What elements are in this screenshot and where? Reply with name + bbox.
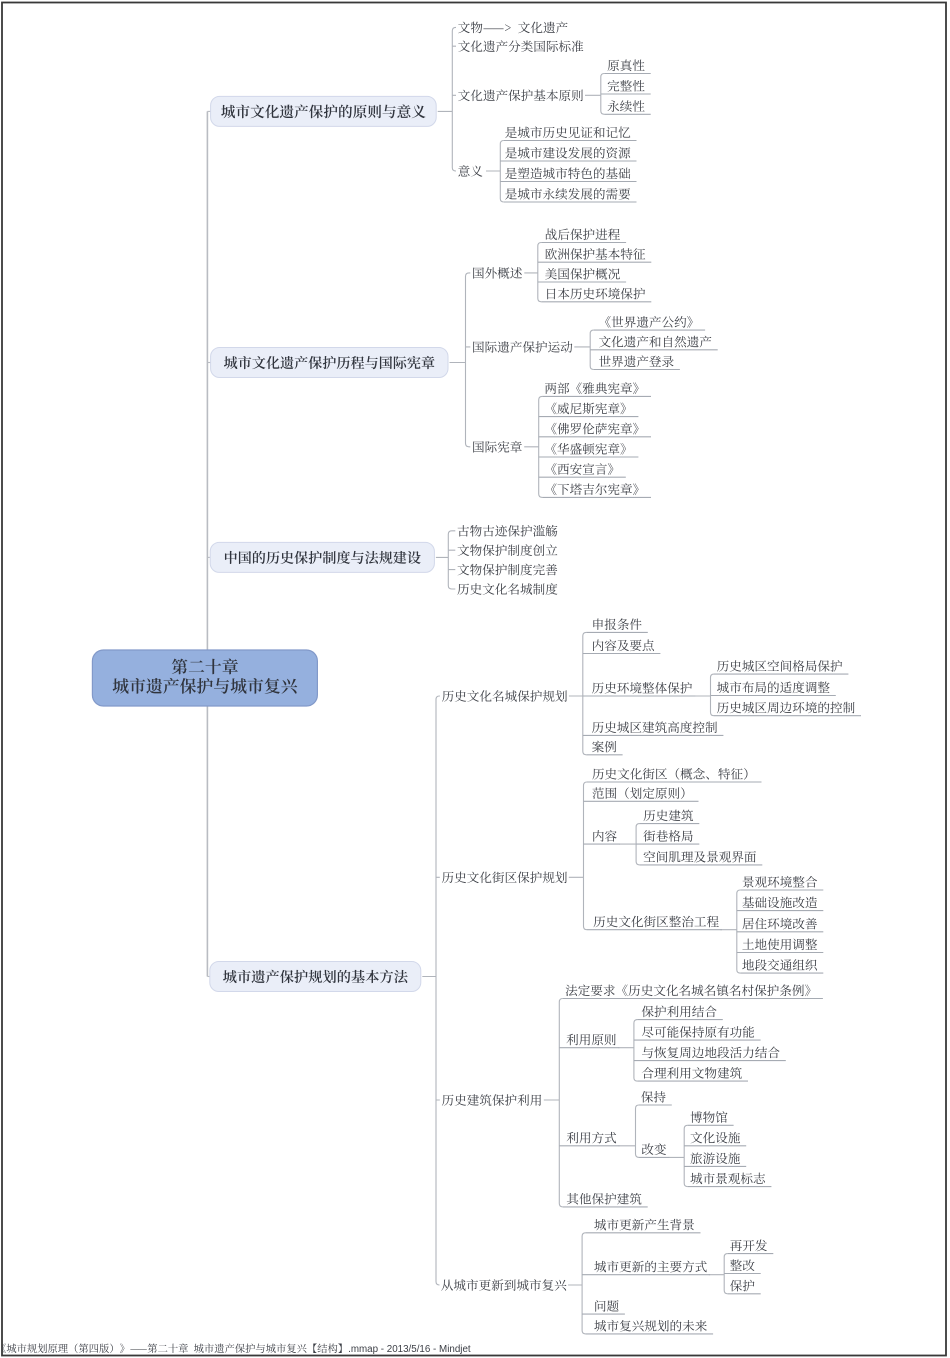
svg-text:.mmap - 2013/5/16 - Mindjet: .mmap - 2013/5/16 - Mindjet — [348, 1344, 471, 1355]
